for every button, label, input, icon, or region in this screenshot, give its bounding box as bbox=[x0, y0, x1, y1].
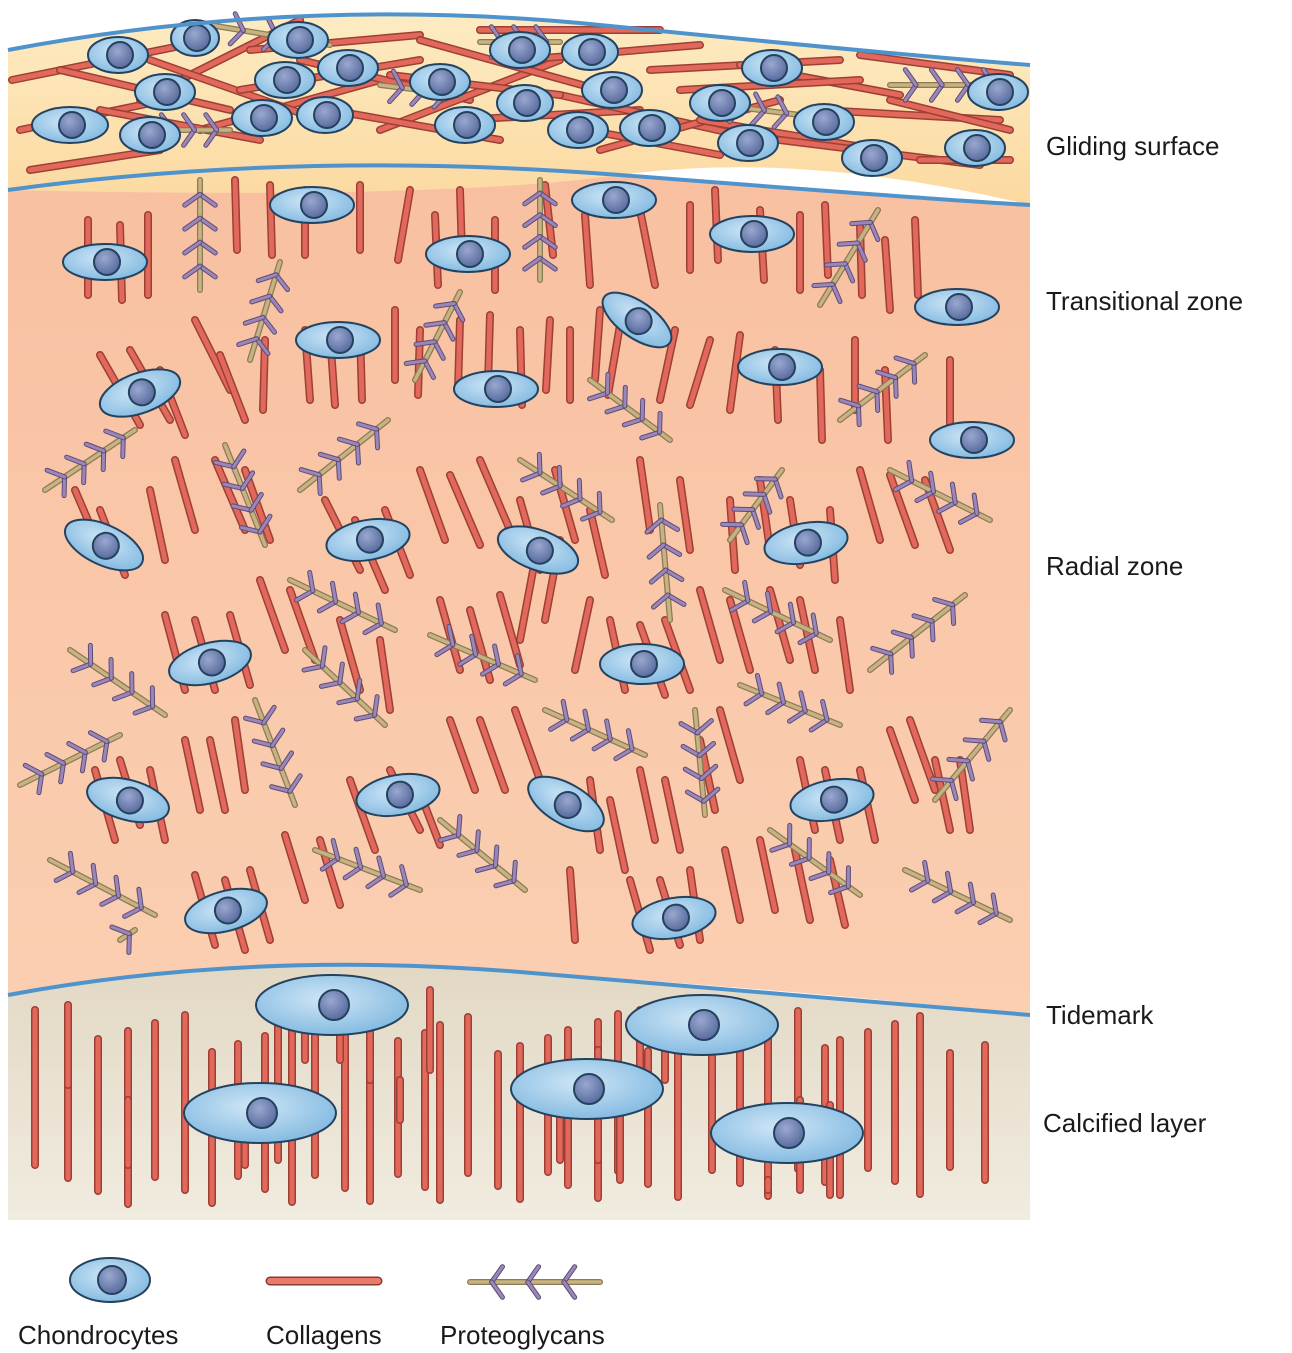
chondrocyte bbox=[232, 100, 292, 136]
proteoglycan bbox=[470, 1267, 600, 1298]
label-transitional-zone: Transitional zone bbox=[1046, 286, 1243, 317]
legend-chondrocytes: Chondrocytes bbox=[18, 1320, 178, 1351]
chondrocyte bbox=[600, 644, 684, 684]
chondrocyte bbox=[915, 289, 999, 325]
label-tidemark: Tidemark bbox=[1046, 1000, 1153, 1031]
chondrocyte bbox=[270, 187, 354, 223]
chondrocyte bbox=[88, 37, 148, 73]
chondrocyte bbox=[426, 236, 510, 272]
collagen-fiber bbox=[270, 185, 272, 255]
chondrocyte bbox=[32, 107, 108, 143]
chondrocyte bbox=[968, 74, 1028, 110]
chondrocyte bbox=[930, 422, 1014, 458]
chondrocyte bbox=[738, 349, 822, 385]
legend-proteoglycans: Proteoglycans bbox=[440, 1320, 605, 1351]
chondrocyte bbox=[318, 50, 378, 86]
chondrocyte bbox=[63, 244, 147, 280]
chondrocyte bbox=[120, 117, 180, 153]
chondrocyte-icon bbox=[70, 1258, 150, 1302]
collagen-fiber bbox=[885, 240, 890, 310]
collagen-fiber bbox=[235, 180, 237, 250]
chondrocyte bbox=[410, 64, 470, 100]
chondrocyte bbox=[255, 62, 315, 98]
collagen-fiber bbox=[546, 320, 550, 390]
chondrocyte bbox=[297, 97, 353, 133]
chondrocyte bbox=[548, 112, 608, 148]
chondrocyte bbox=[511, 1059, 663, 1119]
chondrocyte bbox=[497, 85, 553, 121]
chondrocyte bbox=[562, 34, 618, 70]
collagen-fiber bbox=[585, 215, 590, 285]
collagen-fiber bbox=[915, 220, 918, 295]
label-gliding-surface: Gliding surface bbox=[1046, 131, 1219, 162]
chondrocyte bbox=[945, 130, 1005, 166]
label-radial-zone: Radial zone bbox=[1046, 551, 1183, 582]
chondrocyte bbox=[490, 32, 550, 68]
chondrocyte bbox=[582, 72, 642, 108]
collagen-fiber bbox=[820, 370, 822, 440]
chondrocyte bbox=[572, 182, 656, 218]
proteoglycan-icon bbox=[470, 1267, 600, 1298]
label-calcified-layer: Calcified layer bbox=[1043, 1108, 1206, 1139]
chondrocyte bbox=[626, 995, 778, 1055]
collagen-fiber bbox=[570, 870, 575, 940]
chondrocyte bbox=[742, 50, 802, 86]
chondrocyte bbox=[690, 85, 750, 121]
chondrocyte bbox=[794, 104, 854, 140]
chondrocyte bbox=[842, 140, 902, 176]
chondrocyte bbox=[268, 22, 328, 58]
chondrocyte bbox=[296, 322, 380, 358]
chondrocyte bbox=[435, 107, 495, 143]
chondrocyte bbox=[711, 1103, 863, 1163]
chondrocyte bbox=[135, 74, 195, 110]
collagen-fiber bbox=[595, 310, 600, 380]
chondrocyte bbox=[710, 216, 794, 252]
chondrocyte bbox=[620, 110, 680, 146]
chondrocyte bbox=[718, 125, 778, 161]
legend-collagens: Collagens bbox=[266, 1320, 382, 1351]
chondrocyte bbox=[454, 371, 538, 407]
chondrocyte bbox=[184, 1083, 336, 1143]
chondrocyte bbox=[256, 975, 408, 1035]
